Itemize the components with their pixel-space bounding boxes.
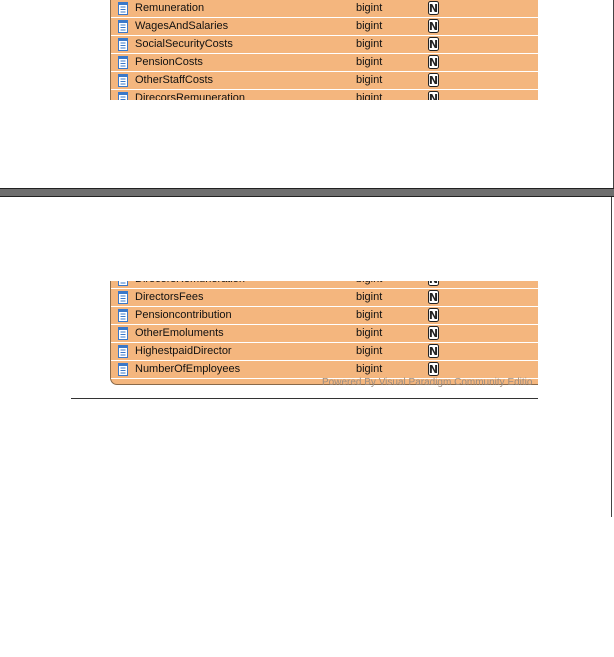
column-name: SocialSecurityCosts (135, 38, 233, 50)
column-name: PensionCosts (135, 56, 203, 68)
column-type: bigint (356, 281, 382, 285)
nullable-icon: N (428, 290, 439, 304)
column-name: DirecorsRemuneration (135, 281, 245, 285)
column-type: bigint (356, 38, 383, 50)
column-row[interactable]: PensionCosts bigint N (111, 54, 538, 72)
column-name: OtherEmoluments (135, 327, 224, 339)
diagram-pane-bottom: DirecorsRemunerationbigintNDirectorsFees… (0, 197, 614, 657)
nullable-icon: N (428, 91, 439, 100)
column-row[interactable]: OtherStaffCosts bigint N (111, 72, 538, 90)
nullable-icon: N (428, 344, 439, 358)
column-type: bigint (356, 20, 383, 32)
svg-text:N: N (429, 74, 438, 87)
nullable-icon: N (428, 362, 439, 376)
column-icon (118, 309, 128, 322)
nullable-icon: N (428, 55, 439, 69)
svg-text:N: N (429, 38, 438, 51)
svg-text:N: N (429, 92, 438, 100)
svg-text:N: N (429, 363, 438, 376)
column-type: bigint (356, 92, 383, 100)
column-name: OtherStaffCosts (135, 74, 214, 86)
svg-text:N: N (429, 327, 438, 340)
column-row[interactable]: DirecorsRemuneration bigint N (111, 281, 538, 289)
column-type: bigint (356, 345, 383, 357)
nullable-icon: N (428, 73, 439, 87)
split-pane-divider[interactable] (0, 188, 614, 197)
svg-text:N: N (429, 291, 438, 304)
column-type: bigint (356, 291, 383, 303)
column-type: bigint (356, 309, 383, 321)
svg-text:N: N (429, 281, 438, 286)
svg-text:N: N (429, 345, 438, 358)
column-row[interactable]: HighestpaidDirector bigint N (111, 343, 538, 361)
svg-text:N: N (429, 309, 438, 322)
column-row[interactable]: SocialSecurityCosts bigint N (111, 36, 538, 54)
column-type: bigint (356, 2, 383, 14)
column-name: Pensioncontribution (135, 309, 232, 321)
watermark-text: Powered By Visual Paradigm Community Edi… (322, 377, 533, 388)
column-row[interactable]: DirecorsRemuneration bigint N (111, 90, 538, 100)
column-type: bigint (356, 56, 383, 68)
nullable-icon: N (428, 281, 439, 286)
column-row[interactable]: OtherEmoluments bigint N (111, 325, 538, 343)
column-name: WagesAndSalaries (135, 20, 229, 32)
pane-border (611, 197, 612, 517)
column-row[interactable]: Remuneration bigint N (111, 0, 538, 18)
nullable-icon: N (428, 37, 439, 51)
svg-text:N: N (429, 20, 438, 33)
column-icon (118, 74, 128, 87)
nullable-icon: N (428, 19, 439, 33)
svg-text:N: N (429, 56, 438, 69)
column-name: NumberOfEmployees (135, 363, 241, 375)
column-icon (118, 363, 128, 376)
column-icon (118, 56, 128, 69)
column-icon (118, 281, 128, 286)
svg-text:N: N (429, 2, 438, 15)
page-boundary-line (71, 398, 538, 399)
column-icon (118, 20, 128, 33)
column-icon (118, 92, 128, 100)
column-row[interactable]: WagesAndSalaries bigint N (111, 18, 538, 36)
column-row[interactable]: Pensioncontribution bigint N (111, 307, 538, 325)
nullable-icon: N (428, 1, 439, 15)
column-type: bigint (356, 363, 383, 375)
column-name: DirecorsRemuneration (135, 92, 246, 100)
column-icon (118, 345, 128, 358)
column-type: bigint (356, 74, 383, 86)
column-icon (118, 291, 128, 304)
nullable-icon: N (428, 308, 439, 322)
column-name: Remuneration (135, 2, 205, 14)
entity-table-bottom: DirecorsRemunerationbigintNDirectorsFees… (110, 281, 538, 387)
column-type: bigint (356, 327, 383, 339)
nullable-icon: N (428, 326, 439, 340)
column-name: DirectorsFees (135, 291, 204, 303)
column-icon (118, 327, 128, 340)
column-row[interactable]: NumberOfEmployees bigint N (111, 361, 538, 379)
column-icon (118, 38, 128, 51)
column-icon (118, 2, 128, 15)
entity-columns: DirecorsRemunerationbigintNDirectorsFees… (110, 281, 538, 385)
column-row[interactable]: DirectorsFees bigint N (111, 289, 538, 307)
column-name: HighestpaidDirector (135, 345, 232, 357)
